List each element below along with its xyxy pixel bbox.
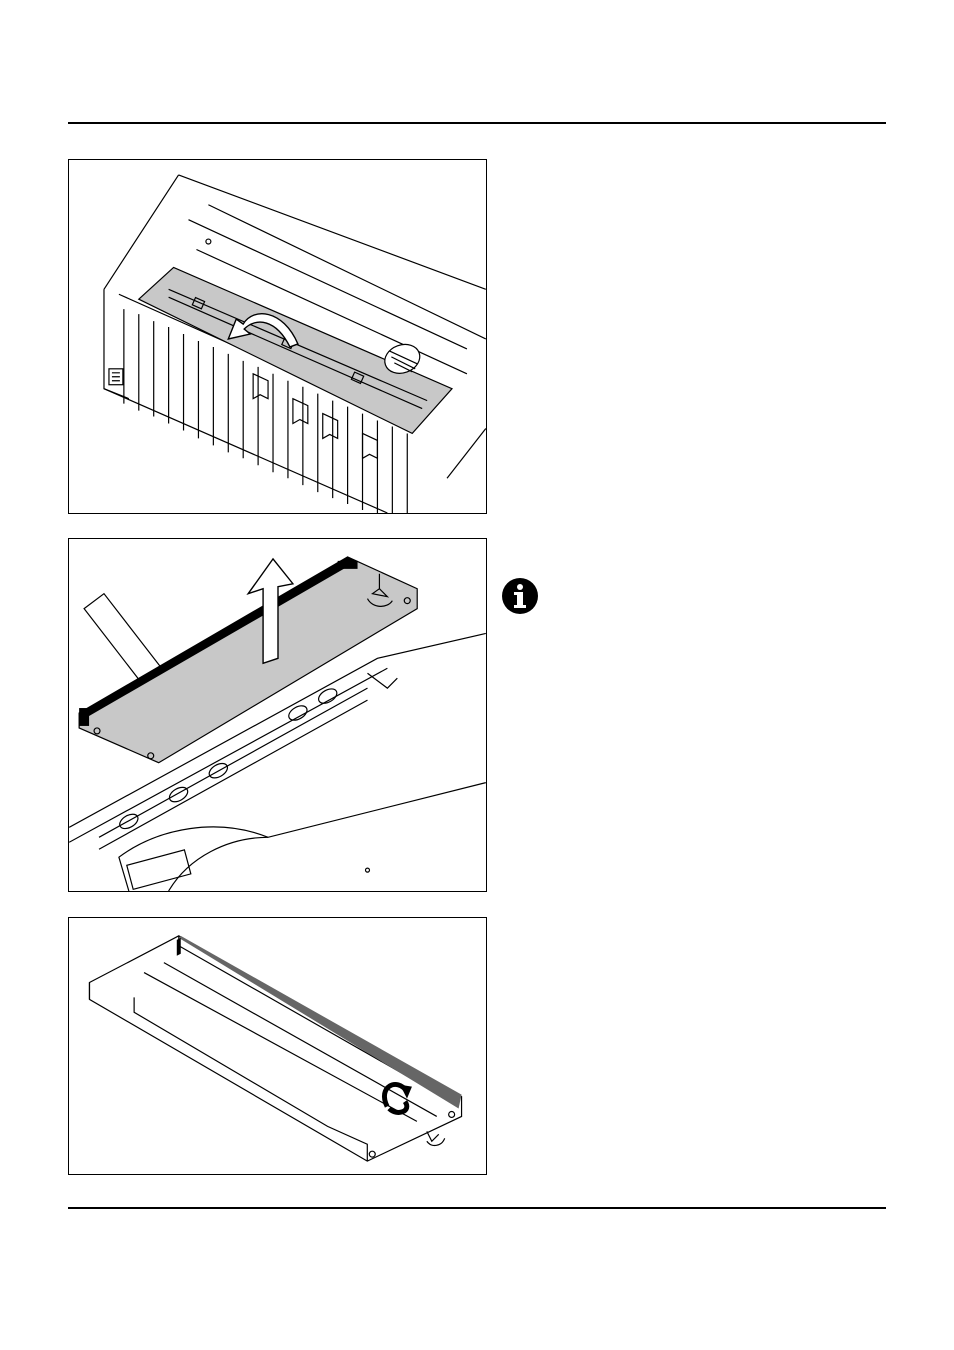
footer-rule (68, 1207, 886, 1209)
figure-ribbon-cassette-removal (68, 538, 487, 892)
printer-cover-open-arrow-illustration (69, 160, 486, 513)
ribbon-cassette-knob-illustration (69, 918, 486, 1174)
figure-printer-cover (68, 159, 487, 514)
header-rule (68, 122, 886, 124)
ribbon-cassette-removal-illustration (69, 539, 486, 891)
info-icon (501, 577, 539, 615)
figure-ribbon-cassette-knob (68, 917, 487, 1175)
